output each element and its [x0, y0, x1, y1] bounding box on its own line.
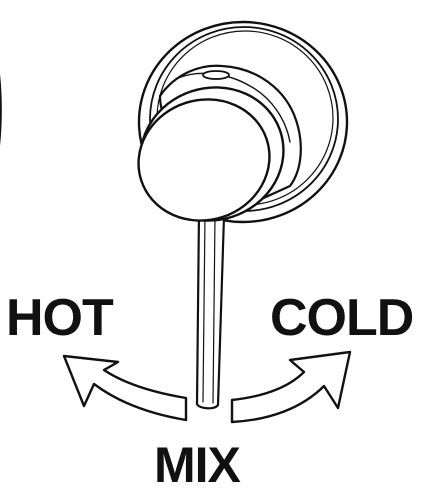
- curved-arrow-right-icon: [230, 350, 352, 424]
- mixer-valve-icon: [137, 20, 349, 410]
- cold-label: COLD: [270, 289, 414, 347]
- lever-stem: [195, 210, 226, 410]
- hot-label: HOT: [6, 289, 114, 347]
- valve-slot: [202, 70, 230, 80]
- knob-face: [137, 98, 271, 222]
- curved-arrow-left-icon: [62, 354, 188, 422]
- mix-label: MIX: [154, 437, 241, 493]
- partial-flange-icon: [0, 74, 2, 146]
